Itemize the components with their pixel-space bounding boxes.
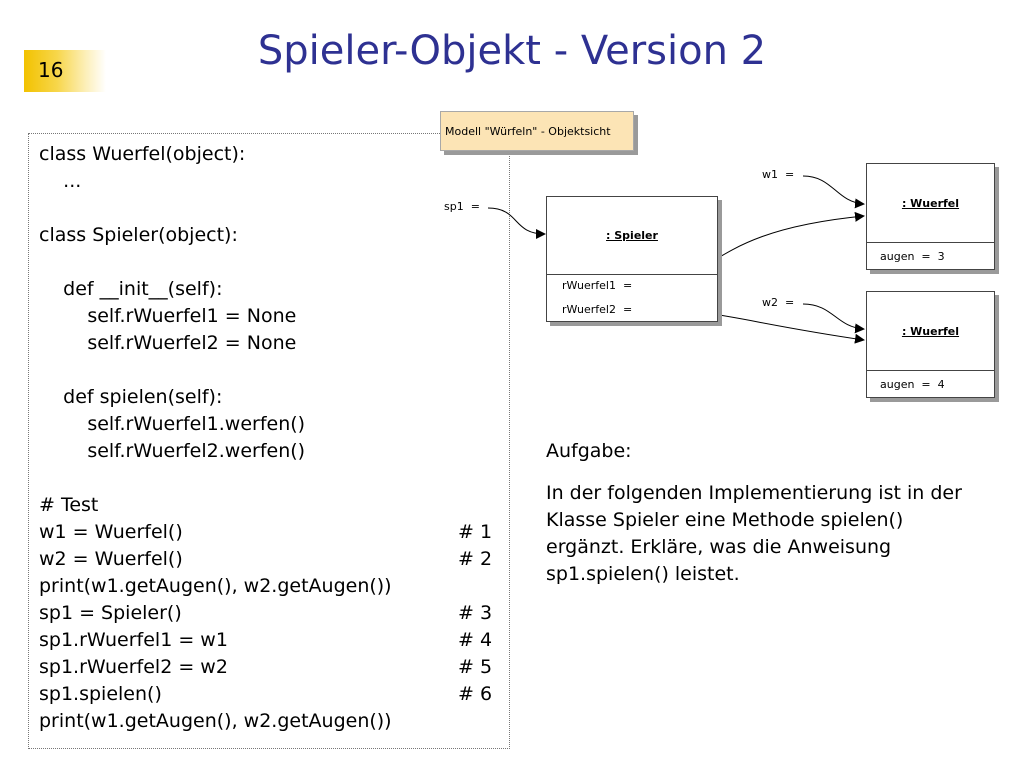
slide-title: Spieler-Objekt - Version 2 (0, 28, 1024, 74)
spieler-object: : Spieler rWuerfel1 = rWuerfel2 = (546, 196, 718, 322)
code-line: self.rWuerfel1 = None (39, 303, 296, 330)
wuerfel2-attr-augen: augen = 4 (880, 378, 945, 391)
code-line: self.rWuerfel2.werfen() (39, 438, 305, 465)
code-line-text: w2 = Wuerfel() (39, 548, 183, 570)
spieler-attr-rwuerfel2: rWuerfel2 = (562, 303, 633, 316)
code-line: sp1.rWuerfel2 = w2 # 5 (39, 654, 492, 681)
wuerfel2-object: : Wuerfel augen = 4 (866, 291, 995, 398)
wuerfel2-object-divider (867, 370, 994, 371)
w1-label: w1 = (762, 168, 795, 181)
sp1-label: sp1 = (444, 200, 480, 213)
code-line: w1 = Wuerfel() # 1 (39, 519, 492, 546)
code-line-comment: # 3 (458, 602, 493, 624)
code-line: def spielen(self): (39, 384, 222, 411)
code-line-text: class Wuerfel(object): (39, 143, 246, 165)
wuerfel2-object-name: : Wuerfel (901, 325, 960, 338)
code-line-comment: # 4 (458, 629, 493, 651)
code-line: print(w1.getAugen(), w2.getAugen()) (39, 573, 392, 600)
spieler-object-name: : Spieler (606, 229, 658, 242)
code-line: self.rWuerfel1.werfen() (39, 411, 305, 438)
arrow-sp1 (487, 207, 546, 239)
spieler-object-divider (547, 274, 717, 275)
task-text: In der folgenden Implementierung ist in … (546, 482, 962, 585)
diagram-title: Modell "Würfeln" - Objektsicht (440, 111, 634, 151)
code-line-text: self.rWuerfel1.werfen() (39, 413, 306, 435)
slide-number: 16 (24, 50, 106, 92)
code-line: class Spieler(object): (39, 222, 238, 249)
code-line-text: self.rWuerfel1 = None (39, 305, 297, 327)
arrow-w2 (802, 303, 865, 334)
slide-title-text: Spieler-Objekt - Version 2 (257, 28, 767, 74)
code-line-text: ... (39, 170, 82, 192)
code-line-comment: # 5 (458, 656, 493, 678)
code-line-text: class Spieler(object): (39, 224, 238, 246)
code-line-text: sp1.rWuerfel1 = w1 (39, 629, 228, 651)
code-line: w2 = Wuerfel() # 2 (39, 546, 492, 573)
code-line: print(w1.getAugen(), w2.getAugen()) (39, 708, 392, 735)
code-line: self.rWuerfel2 = None (39, 330, 296, 357)
slide-number-text: 16 (38, 58, 64, 82)
code-line-text: print(w1.getAugen(), w2.getAugen()) (39, 710, 392, 732)
code-line-comment: # 6 (458, 683, 493, 705)
code-listing: class Wuerfel(object): ... class Spieler(… (28, 133, 510, 749)
code-line-text: self.rWuerfel2.werfen() (39, 440, 306, 462)
wuerfel1-object-divider (867, 242, 994, 243)
code-line-text: def __init__(self): (39, 278, 223, 300)
spieler-attr-rwuerfel1: rWuerfel1 = (562, 279, 633, 292)
code-line-text: sp1 = Spieler() (39, 602, 182, 624)
code-line: class Wuerfel(object): (39, 141, 245, 168)
wuerfel1-object: : Wuerfel augen = 3 (866, 163, 995, 270)
code-line-comment: # 2 (458, 548, 493, 570)
code-line-text: def spielen(self): (39, 386, 223, 408)
code-line: sp1.rWuerfel1 = w1 # 4 (39, 627, 492, 654)
code-line: sp1.spielen() # 6 (39, 681, 492, 708)
code-line-text: # Test (39, 494, 99, 516)
code-line: sp1 = Spieler() # 3 (39, 600, 492, 627)
wuerfel1-object-name: : Wuerfel (901, 197, 960, 210)
code-line: # Test (39, 492, 98, 519)
code-line-text: sp1.rWuerfel2 = w2 (39, 656, 228, 678)
w2-label: w2 = (762, 296, 795, 309)
task-heading: Aufgabe: (546, 440, 632, 462)
code-line-comment: # 1 (458, 521, 493, 543)
code-line-text: w1 = Wuerfel() (39, 521, 183, 543)
code-line-text: self.rWuerfel2 = None (39, 332, 297, 354)
code-line: ... (39, 168, 81, 195)
wuerfel1-attr-augen: augen = 3 (880, 250, 945, 263)
code-line: def __init__(self): (39, 276, 222, 303)
code-line-text: print(w1.getAugen(), w2.getAugen()) (39, 575, 392, 597)
arrow-w1 (802, 175, 865, 209)
code-line-text: sp1.spielen() (39, 683, 162, 705)
